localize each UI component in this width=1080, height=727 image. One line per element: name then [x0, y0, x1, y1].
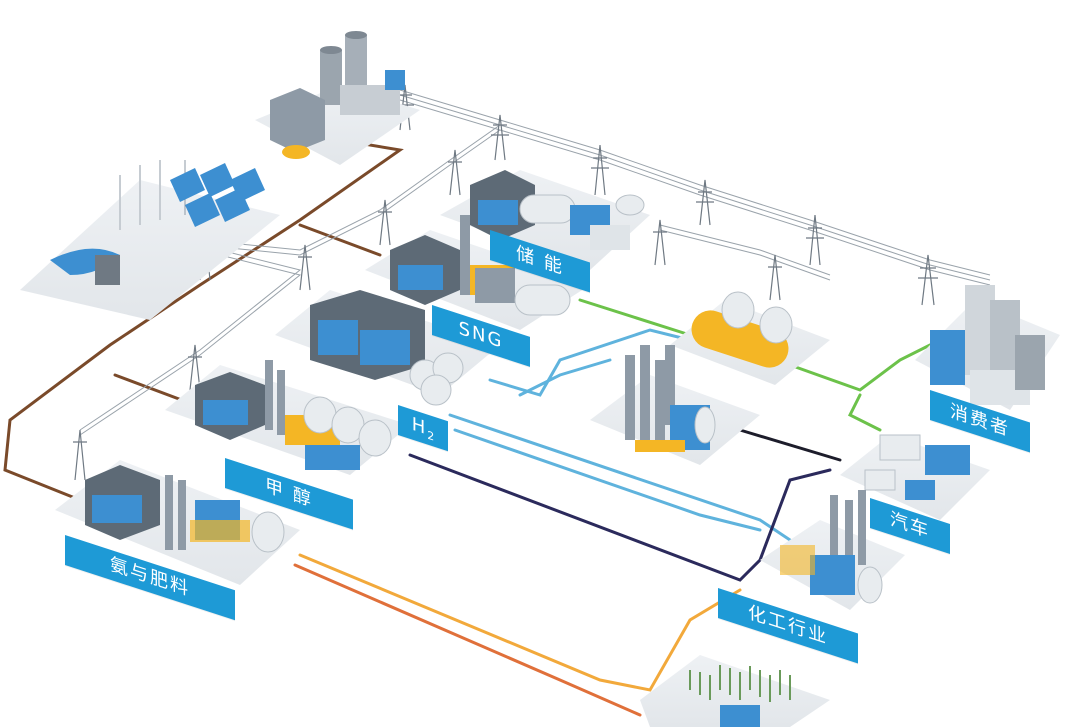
- solar-panel-icon: [170, 168, 205, 202]
- light-blue-pipe-3: [448, 413, 792, 542]
- power-lines: [79, 89, 991, 436]
- red-orange-pipe: [293, 563, 642, 717]
- car-icon: [905, 480, 935, 500]
- green-pipe: [578, 298, 692, 337]
- chemical-plant: [780, 490, 883, 604]
- pylon-icon: [806, 214, 824, 266]
- pylon-icon: [378, 199, 392, 246]
- power-plant: [270, 31, 405, 159]
- storage-tank-icon: [251, 511, 285, 553]
- farm: [689, 665, 791, 727]
- gas-storage: [691, 291, 793, 368]
- solar-panel-icon: [185, 193, 220, 227]
- pylon-icon: [918, 254, 938, 306]
- pylons: [73, 84, 938, 481]
- car-icon: [864, 469, 896, 491]
- vehicles: [864, 434, 970, 500]
- gas-tank-icon: [514, 284, 571, 316]
- storage-tank-icon: [519, 194, 576, 224]
- pylon-icon: [491, 114, 509, 161]
- light-blue-pipe-2: [518, 358, 612, 397]
- pipes: [3, 138, 932, 717]
- storage-tank-icon: [358, 419, 392, 457]
- solar-panel-icon: [200, 163, 235, 197]
- hydrogen-facility: [310, 290, 464, 406]
- label-hydrogen-text: H2: [411, 413, 435, 444]
- storage-tank-icon: [303, 396, 337, 434]
- light-blue-pipe-1: [488, 328, 692, 397]
- truck-icon: [879, 434, 921, 461]
- green-pipe-2: [788, 343, 932, 392]
- pylon-icon: [696, 179, 714, 226]
- bus-icon: [925, 445, 970, 475]
- navy-pipe-2: [738, 428, 842, 462]
- light-blue-pipe-4: [453, 428, 762, 532]
- gas-sphere-icon: [420, 374, 452, 406]
- car-base: [840, 435, 990, 520]
- pylon-icon: [448, 149, 462, 196]
- ammonia-facility: [85, 465, 285, 553]
- methanol-facility: [195, 360, 392, 470]
- pylon-icon: [188, 344, 202, 391]
- gas-sphere-icon: [759, 306, 793, 344]
- pylon-icon: [591, 144, 609, 196]
- refinery: [625, 345, 716, 452]
- consumer-buildings: [930, 285, 1045, 405]
- pylon-icon: [73, 429, 87, 481]
- brown-pipe-branch: [298, 223, 382, 257]
- solar-panel-icon: [215, 188, 250, 222]
- crop-icon: [689, 665, 791, 702]
- green-pipe-3: [847, 393, 882, 432]
- farm-base: [640, 655, 830, 727]
- gas-sphere-icon: [721, 291, 755, 329]
- pylon-icon: [653, 219, 667, 266]
- sng-facility: [390, 215, 571, 316]
- pylon-icon: [768, 254, 782, 301]
- storage-facility: [470, 170, 645, 250]
- orange-pipe-1: [298, 553, 742, 692]
- pylon-icon: [298, 244, 312, 291]
- renewables: [50, 144, 265, 285]
